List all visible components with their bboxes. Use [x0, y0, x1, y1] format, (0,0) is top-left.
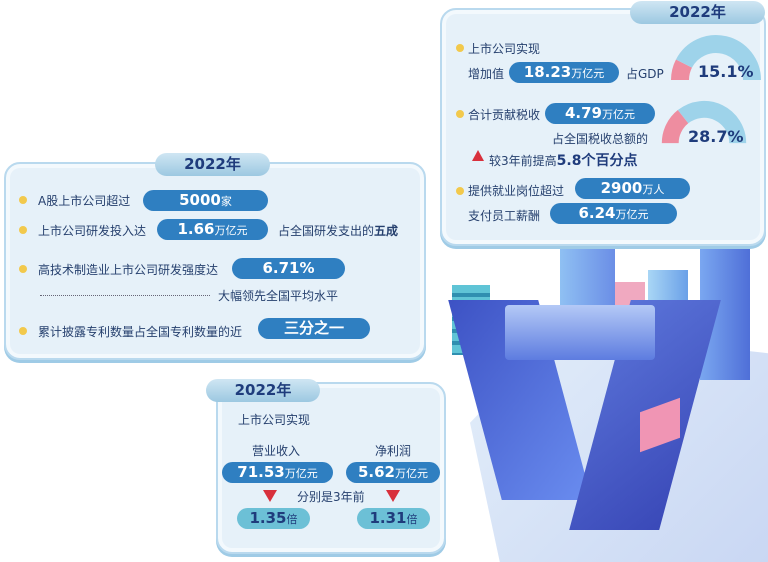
listed-count-pill: 5000家: [143, 190, 268, 211]
revenue-pill: 71.53万亿元: [222, 462, 333, 483]
tax-increase-text: 较3年前提高5.8个百分点: [489, 150, 637, 170]
jobs-pill: 2900万人: [575, 178, 690, 199]
value-added-pill: 18.23万亿元: [509, 62, 619, 83]
bullet-icon: [19, 265, 27, 273]
intro-label: 上市公司实现: [238, 413, 311, 427]
gauge-share-arc: [671, 59, 693, 81]
tax-value: 4.79: [564, 104, 602, 122]
unit: 万亿元: [284, 467, 318, 480]
bullet-icon: [456, 44, 464, 52]
dotted-divider: [40, 295, 210, 296]
tax-label: 合计贡献税收: [468, 108, 541, 122]
rd-intensity-note: 大幅领先全国平均水平: [218, 289, 339, 303]
increase-arrow-icon: [472, 150, 484, 161]
bullet-icon: [456, 187, 464, 195]
unit: 万亿元: [395, 467, 428, 480]
gauge-rest-arc: [677, 100, 747, 144]
salary-value: 6.24: [578, 204, 616, 222]
rd-investment-label: 上市公司研发投入达: [38, 224, 147, 238]
unit: 万人: [642, 183, 665, 196]
revenue-multiple-pill: 1.35倍: [237, 508, 310, 529]
value-added-label-b: 增加值: [468, 67, 505, 81]
profit-multiple-pill: 1.31倍: [357, 508, 430, 529]
tax-gauge: [661, 100, 747, 144]
tax-pill: 4.79万亿元: [545, 103, 655, 124]
jobs-label: 提供就业岗位超过: [468, 184, 565, 198]
unit: 万亿元: [571, 67, 605, 80]
arch-bridge: [505, 305, 655, 360]
unit: 万亿元: [615, 208, 649, 221]
unit: 倍: [286, 513, 298, 526]
revenue-value: 71.53: [237, 463, 285, 481]
listed-count-label: A股上市公司超过: [38, 194, 131, 208]
down-arrow-icon: [263, 490, 277, 502]
value-added-label: 上市公司实现: [468, 42, 541, 56]
year-badge: 2022年: [630, 1, 765, 24]
rd-intensity-label: 高技术制造业上市公司研发强度达: [38, 263, 219, 277]
profit-multiple: 1.31: [369, 509, 407, 527]
jobs-value: 2900: [600, 179, 643, 197]
rd-share-label: 占全国研发支出的: [278, 224, 375, 238]
gauge-rest-arc: [675, 35, 761, 81]
gauge-share-arc: [661, 110, 689, 144]
profit-value: 5.62: [357, 463, 395, 481]
year-badge: 2022年: [155, 153, 270, 176]
patent-pill: 三分之一: [258, 318, 370, 339]
year-badge: 2022年: [206, 379, 320, 402]
gdp-gauge: [671, 35, 761, 81]
unit: 万亿元: [214, 224, 248, 237]
salary-pill: 6.24万亿元: [550, 203, 677, 224]
rd-intensity-pill: 6.71%: [232, 258, 345, 279]
tax-share-value: 28.7%: [688, 127, 744, 146]
revenue-multiple: 1.35: [249, 509, 287, 527]
unit: 家: [220, 195, 232, 208]
listed-count-value: 5000: [179, 191, 221, 209]
gdp-share-value: 15.1%: [698, 62, 754, 81]
increase-value: 5.8个百分点: [556, 153, 638, 169]
gdp-share-label: 占GDP: [626, 67, 664, 81]
rd-share-text: 占全国研发支出的五成: [278, 222, 398, 239]
salary-label: 支付员工薪酬: [468, 209, 541, 223]
bullet-icon: [456, 110, 464, 118]
revenue-label: 营业收入: [252, 444, 301, 458]
patent-label: 累计披露专利数量占全国专利数量的近: [38, 325, 243, 339]
profit-label: 净利润: [375, 444, 412, 458]
rd-investment-pill: 1.66万亿元: [157, 219, 268, 240]
profit-pill: 5.62万亿元: [346, 462, 440, 483]
bullet-icon: [19, 196, 27, 204]
unit: 倍: [406, 513, 418, 526]
rd-investment-value: 1.66: [177, 220, 215, 238]
bullet-icon: [19, 327, 27, 335]
unit: 万亿元: [602, 108, 635, 121]
tax-share-label: 占全国税收总额的: [552, 132, 649, 146]
increase-label: 较3年前提高: [489, 154, 557, 168]
compare-text: 分别是3年前: [297, 490, 365, 504]
value-added-value: 18.23: [523, 63, 572, 81]
down-arrow-icon: [386, 490, 400, 502]
bullet-icon: [19, 226, 27, 234]
rd-share-value: 五成: [374, 224, 399, 238]
